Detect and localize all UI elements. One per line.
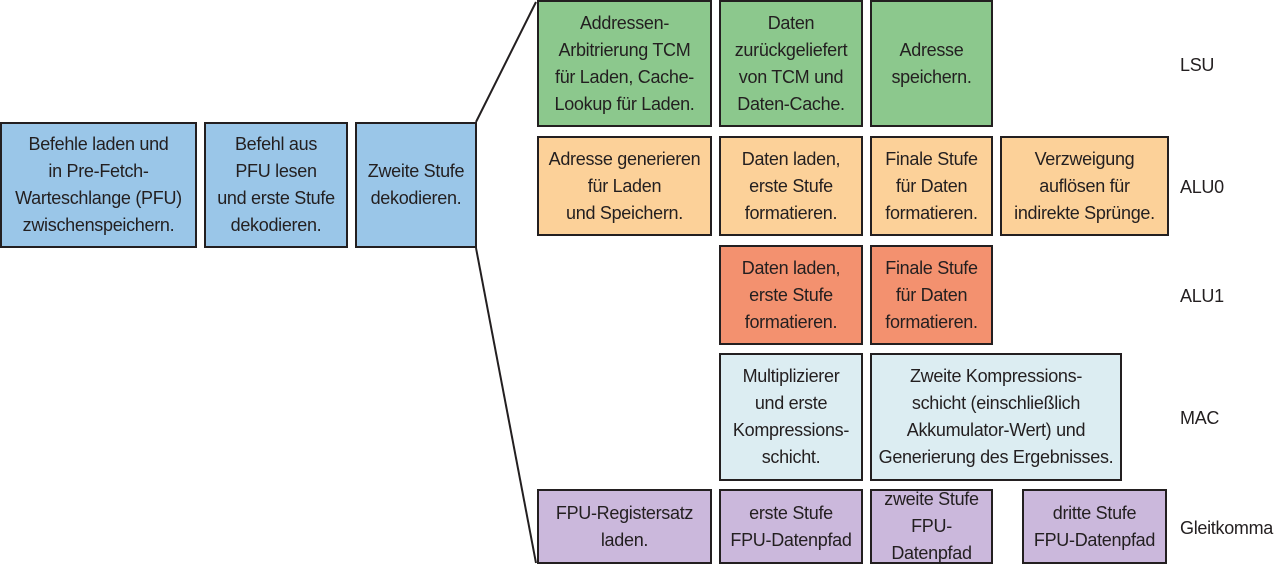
row-label-lsu: LSU bbox=[1180, 55, 1215, 75]
connector-line-bottom bbox=[475, 247, 537, 564]
lsu-stage-1: Addressen- Arbitrierung TCM für Laden, C… bbox=[537, 0, 712, 127]
stage-decode-first: Befehl aus PFU lesen und erste Stufe dek… bbox=[204, 122, 348, 248]
row-label-fpu: Gleitkomma bbox=[1180, 518, 1274, 538]
fpu-stage-2: erste Stufe FPU-Datenpfad bbox=[719, 489, 863, 564]
fpu-stage-1: FPU-Registersatz laden. bbox=[537, 489, 712, 564]
lsu-stage-3: Adresse speichern. bbox=[870, 0, 993, 127]
alu0-stage-4: Verzweigung auflösen für indirekte Sprün… bbox=[1000, 136, 1169, 236]
mac-stage-1: Multiplizierer und erste Kompressions- s… bbox=[719, 353, 863, 481]
row-label-alu1: ALU1 bbox=[1180, 286, 1224, 306]
alu1-stage-1: Daten laden, erste Stufe formatieren. bbox=[719, 245, 863, 345]
alu0-stage-1: Adresse generieren für Laden und Speiche… bbox=[537, 136, 712, 236]
connector-line-top bbox=[475, 1, 537, 123]
lsu-stage-2: Daten zurückgeliefert von TCM und Daten-… bbox=[719, 0, 863, 127]
alu0-stage-2: Daten laden, erste Stufe formatieren. bbox=[719, 136, 863, 236]
alu1-stage-2: Finale Stufe für Daten formatieren. bbox=[870, 245, 993, 345]
mac-stage-2: Zweite Kompressions- schicht (einschließ… bbox=[870, 353, 1122, 481]
alu0-stage-3: Finale Stufe für Daten formatieren. bbox=[870, 136, 993, 236]
fpu-stage-3: zweite Stufe FPU-Datenpfad bbox=[870, 489, 993, 564]
row-label-mac: MAC bbox=[1180, 408, 1220, 428]
stage-fetch: Befehle laden und in Pre-Fetch- Wartesch… bbox=[0, 122, 197, 248]
fpu-stage-4: dritte Stufe FPU-Datenpfad bbox=[1022, 489, 1167, 564]
stage-decode-second: Zweite Stufe dekodieren. bbox=[355, 122, 477, 248]
row-label-alu0: ALU0 bbox=[1180, 177, 1224, 197]
